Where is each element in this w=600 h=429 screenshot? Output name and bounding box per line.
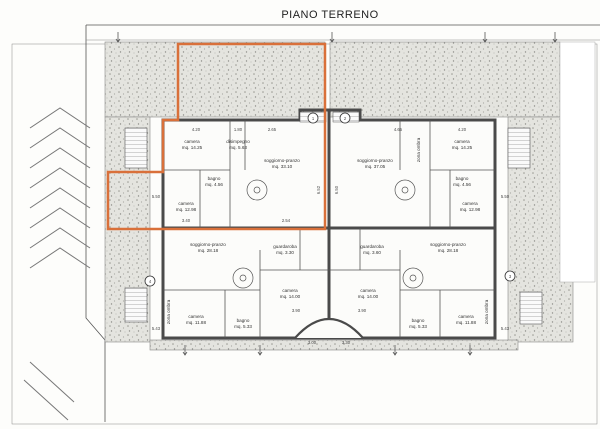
dim-label: 2.65 (268, 127, 277, 132)
room-soggiorno-nw: soggiorno-pranzo (264, 158, 300, 163)
dim-label: 3.90 (358, 308, 367, 313)
room-bagno-sw: bagno (237, 318, 250, 323)
marker-3: 3 (509, 274, 512, 279)
marker-2: 2 (344, 116, 347, 121)
room-camera2-ne-area: mq. 12.98 (460, 207, 481, 212)
room-soggiorno-nw-area: mq. 33.10 (272, 164, 293, 169)
room-camera-nw-area: mq. 14.25 (182, 145, 203, 150)
room-disimpegno: disimpegno (226, 139, 250, 144)
room-camera-nw: camera (184, 139, 200, 144)
marker-4: 4 (149, 279, 152, 284)
zone-ombra-ne: zona ombra (416, 137, 421, 162)
room-soggiorno-se-area: mq. 28.18 (438, 248, 459, 253)
room-guardaroba-w-area: mq. 3.30 (276, 250, 294, 255)
room-disimpegno-area: mq. 5.63 (229, 145, 247, 150)
room-guardaroba-e: guardaroba (360, 244, 384, 249)
room-bagno-se-area: mq. 5.33 (409, 324, 427, 329)
room-camera-ne: camera (454, 139, 470, 144)
dim-label: 4.20 (458, 127, 467, 132)
section-markers: 1 2 3 4 (144, 112, 516, 287)
building (161, 108, 497, 340)
dim-label: 5.50 (501, 194, 510, 199)
room-camera-sw-area: mq. 11.88 (186, 320, 207, 325)
dim-label: 1.80 (234, 127, 243, 132)
entry-arrows (115, 32, 558, 356)
room-guardaroba-w: guardaroba (273, 244, 297, 249)
dim-label: 3.90 (292, 308, 301, 313)
parking-arrows (23, 107, 91, 421)
room-soggiorno-ne: soggiorno-pranzo (357, 158, 393, 163)
dim-label: 6.50 (334, 185, 339, 194)
bay-window (294, 317, 364, 339)
room-guardaroba-e-area: mq. 3.60 (363, 250, 381, 255)
plan-title: PIANO TERRENO (281, 9, 378, 21)
room-bagno-ne-area: mq. 4.56 (453, 182, 471, 187)
room-camera-sc-w-area: mq. 14.00 (280, 294, 301, 299)
room-soggiorno-se: soggiorno-pranzo (430, 242, 466, 247)
dim-label: 2.54 (282, 218, 291, 223)
room-camera-se-area: mq. 11.88 (456, 320, 477, 325)
highlighted-unit-outline (106, 42, 327, 231)
dim-label: 4.20 (192, 127, 201, 132)
dim-label: 3.00 (308, 340, 317, 345)
room-camera-sc-w: camera (282, 288, 298, 293)
room-soggiorno-sw-area: mq. 28.18 (198, 248, 219, 253)
dim-label: 4.65 (394, 127, 403, 132)
dim-label: 6.52 (316, 185, 321, 194)
dim-label: 3.40 (182, 218, 191, 223)
dim-label: 3.30 (342, 340, 351, 345)
room-soggiorno-ne-area: mq. 37.05 (365, 164, 386, 169)
room-bagno-se: bagno (412, 318, 425, 323)
marker-1: 1 (312, 116, 315, 121)
spiral-stairs (232, 179, 424, 289)
dim-label: 5.50 (152, 194, 161, 199)
room-camera-se: camera (458, 314, 474, 319)
zone-ombra-sw: zona ombra (166, 299, 171, 324)
room-bagno-nw: bagno (208, 176, 221, 181)
dim-label: 5.43 (152, 326, 161, 331)
room-camera-sc-e-area: mq. 14.00 (358, 294, 379, 299)
room-camera2-nw-area: mq. 12.98 (176, 207, 197, 212)
room-bagno-nw-area: mq. 4.56 (205, 182, 223, 187)
room-camera-sw: camera (188, 314, 204, 319)
room-camera2-nw: camera (178, 201, 194, 206)
room-bagno-sw-area: mq. 5.33 (234, 324, 252, 329)
zone-ombra-se: zona ombra (484, 299, 489, 324)
dimension-labels: 4.20 1.80 2.65 4.65 4.20 3.40 5.50 5.50 … (152, 127, 510, 345)
dim-label: 5.43 (501, 326, 510, 331)
room-camera-sc-e: camera (360, 288, 376, 293)
room-camera2-ne: camera (462, 201, 478, 206)
room-soggiorno-sw: soggiorno-pranzo (190, 242, 226, 247)
room-labels: camera mq. 14.25 disimpegno mq. 5.63 sog… (166, 137, 489, 329)
room-camera-ne-area: mq. 14.25 (452, 145, 473, 150)
room-bagno-ne: bagno (456, 176, 469, 181)
